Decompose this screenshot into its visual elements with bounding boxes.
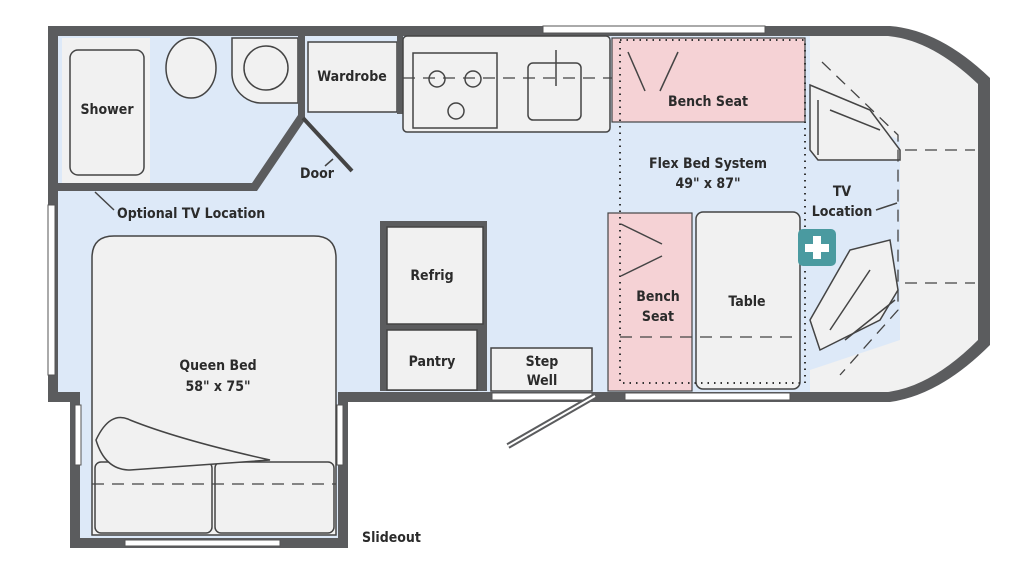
first-aid-plus-icon — [798, 229, 836, 266]
table-label: Table — [728, 294, 765, 310]
kitchen-sink — [527, 62, 582, 121]
burner — [464, 70, 482, 88]
queen-bed-size: 58" x 75" — [185, 379, 250, 395]
bath-sink — [243, 45, 289, 91]
svg-text:Seat: Seat — [642, 309, 674, 325]
bath-door — [301, 116, 354, 173]
shower — [69, 49, 145, 176]
kitchen-counter — [402, 35, 611, 133]
pantry — [386, 329, 478, 391]
step-well-label: Step — [526, 354, 559, 370]
driver-seat — [809, 83, 901, 161]
svg-text:Well: Well — [527, 373, 558, 389]
wardrobe — [307, 41, 398, 113]
pillow — [94, 461, 213, 534]
window-left — [47, 204, 56, 376]
bench-seat — [607, 212, 693, 392]
shower-label: Shower — [80, 102, 134, 118]
door-label: Door — [300, 166, 335, 182]
stove — [412, 52, 498, 129]
flex-bed-size: 49" x 87" — [675, 176, 740, 192]
wardrobe-label: Wardrobe — [317, 69, 387, 85]
burner — [428, 70, 446, 88]
optional-tv-label: Optional TV Location — [117, 206, 265, 222]
window-slideout — [124, 539, 281, 547]
toilet — [165, 37, 217, 99]
table — [695, 211, 801, 390]
refrig-label: Refrig — [410, 268, 453, 284]
bench-seat-top-label: Bench Seat — [668, 94, 748, 110]
window-top — [542, 25, 766, 34]
pillow — [214, 461, 335, 534]
entry-door — [491, 392, 593, 401]
flex-bed-label: Flex Bed System — [649, 156, 767, 172]
window-bottom — [624, 392, 791, 401]
pantry-label: Pantry — [409, 354, 456, 370]
slideout-label: Slideout — [362, 530, 421, 546]
svg-text:Location: Location — [812, 204, 873, 220]
flex-bed-outline — [619, 39, 806, 384]
bath-wall — [58, 115, 305, 191]
burner — [447, 102, 465, 120]
bench-seat-label: Bench — [636, 289, 680, 305]
refrigerator — [386, 226, 484, 325]
queen-bed-label: Queen Bed — [179, 358, 256, 374]
step-well — [490, 347, 593, 392]
bed-cover-fold — [95, 416, 271, 471]
bench-seat-top — [611, 37, 806, 123]
tv-location-label: TV — [833, 184, 852, 200]
